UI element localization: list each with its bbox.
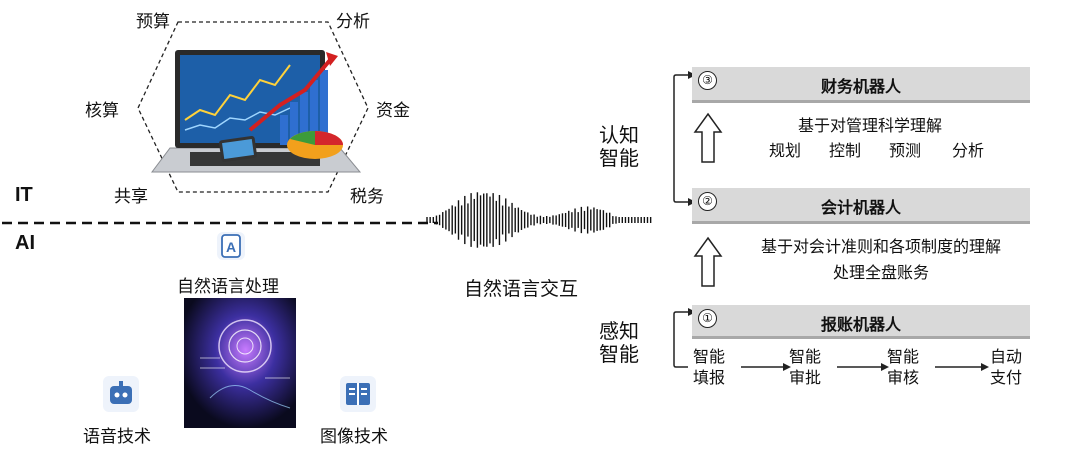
accounting-robot-bar: ② 会计机器人: [692, 188, 1030, 224]
accounting-robot-number: ②: [698, 192, 717, 211]
it-ai-divider-line: [2, 221, 438, 225]
flow-arrows: [741, 363, 989, 371]
financial-robot-item-control: 控制: [829, 141, 862, 160]
ai-label: AI: [15, 232, 35, 254]
accounting-robot-title: 会计机器人: [820, 198, 901, 217]
accounting-robot-desc-line1: 基于对会计准则和各项制度的理解: [760, 237, 1001, 256]
reimbursement-robot-title: 报账机器人: [820, 315, 901, 334]
financial-robot-item-planning: 规划: [769, 141, 802, 160]
hex-label-sharing: 共享: [114, 187, 148, 207]
reimbursement-robot-bar: ① 报账机器人: [692, 305, 1030, 339]
image-tech-icon: [340, 376, 376, 412]
image-tech-label: 图像技术: [320, 427, 388, 447]
financial-robot-item-forecast: 预测: [889, 141, 922, 160]
financial-robot-desc: 基于对管理科学理解: [797, 116, 942, 135]
financial-robot-title: 财务机器人: [820, 77, 901, 96]
hex-label-tax: 税务: [350, 187, 384, 207]
waveform-label: 自然语言交互: [464, 278, 579, 300]
cognitive-intelligence-label: 认知 智能: [599, 123, 639, 170]
financial-robot-item-analysis: 分析: [952, 141, 985, 160]
level-brackets: [673, 71, 696, 368]
perceptual-intelligence-label: 感知 智能: [599, 319, 639, 366]
financial-robot-bar: ③ 财务机器人: [692, 67, 1030, 103]
voice-waveform: [426, 192, 652, 248]
up-arrow-icon: [693, 112, 723, 163]
speech-tech-label: 语音技术: [83, 427, 151, 447]
flow-step-pay: 自动 支付: [990, 347, 1023, 387]
hex-label-funds: 资金: [376, 101, 410, 121]
up-arrow-icon: [693, 236, 723, 287]
flow-step-approve: 智能 审批: [789, 347, 822, 387]
financial-robot-number: ③: [698, 71, 717, 90]
it-label: IT: [15, 184, 33, 206]
speech-tech-icon: [103, 376, 139, 412]
flow-step-audit: 智能 审核: [887, 347, 920, 387]
nlp-label: 自然语言处理: [177, 277, 279, 297]
hex-label-accounting: 核算: [85, 101, 119, 121]
ai-head-image: [184, 298, 296, 428]
it-hexagon-diagram: [137, 21, 369, 193]
nlp-icon: A: [217, 232, 245, 260]
reimbursement-robot-number: ①: [698, 309, 717, 328]
flow-step-fill: 智能 填报: [693, 347, 726, 387]
hex-label-budget: 预算: [136, 12, 170, 32]
hex-label-analysis: 分析: [336, 12, 370, 32]
accounting-robot-desc-line2: 处理全盘账务: [832, 263, 929, 282]
svg-text:A: A: [226, 239, 236, 255]
